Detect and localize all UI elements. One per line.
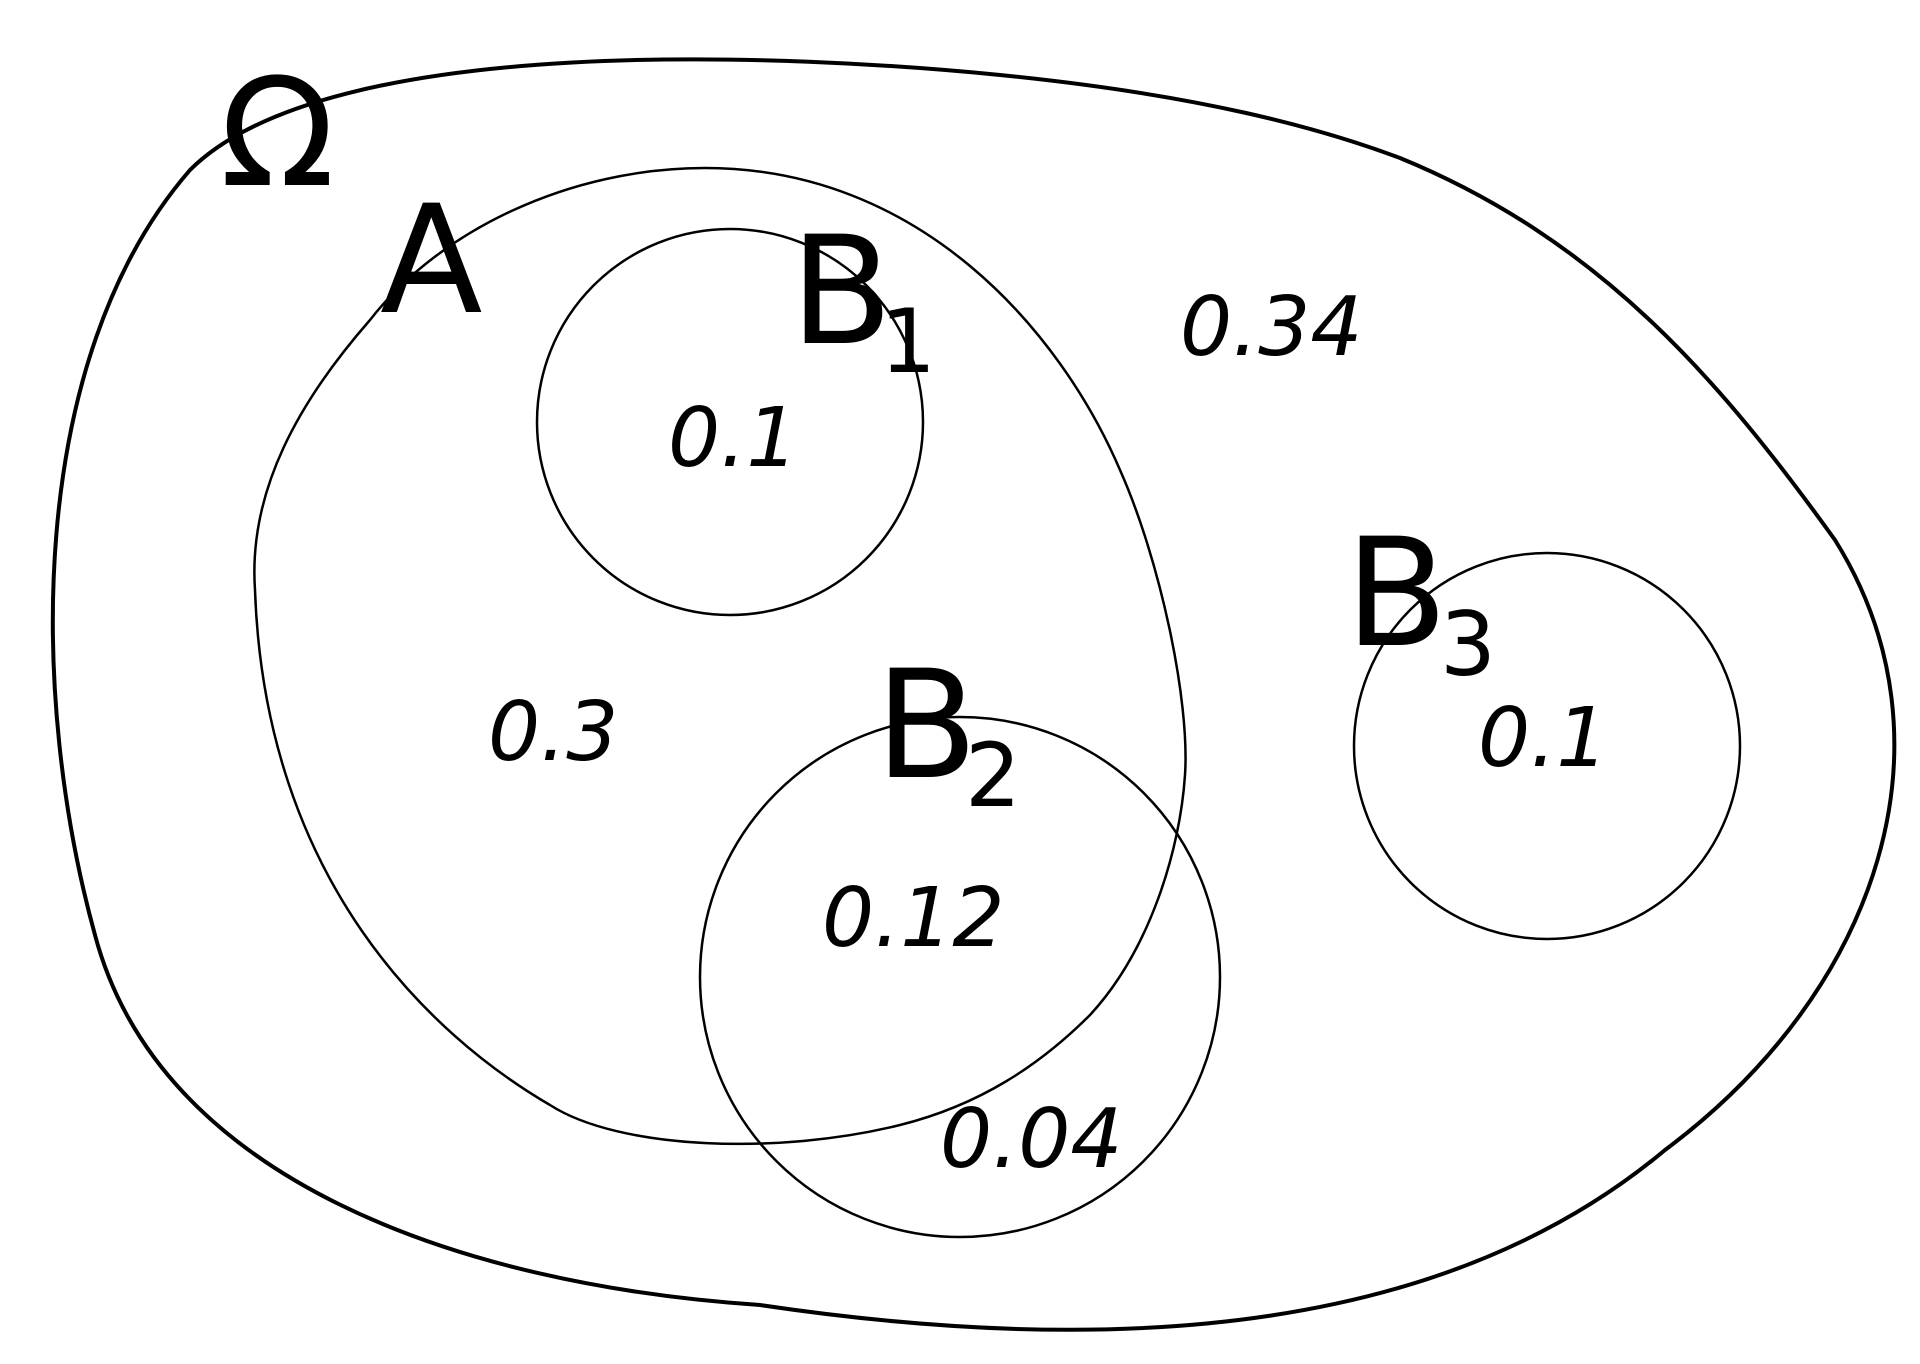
- set-b1-circle: [535, 227, 925, 617]
- region-a-only-prob: 0.3: [488, 685, 618, 780]
- region-b2-only-prob: 0.04: [940, 1092, 1123, 1187]
- set-b1-label: B: [790, 205, 893, 379]
- set-a-outline: [253, 166, 1187, 1146]
- set-b3-label: B: [1345, 507, 1448, 681]
- set-b2-circle: [698, 715, 1222, 1239]
- set-b2-subscript: 2: [965, 724, 1021, 827]
- universe-outline: [50, 57, 1897, 1332]
- universe-label: Ω: [220, 47, 335, 221]
- set-a-label: A: [380, 174, 483, 348]
- region-outside-prob: 0.34: [1180, 280, 1363, 375]
- region-b1-prob: 0.1: [668, 391, 798, 486]
- region-a-and-b2-prob: 0.12: [822, 871, 1005, 966]
- set-b3-subscript: 3: [1440, 593, 1496, 696]
- region-b3-prob: 0.1: [1478, 691, 1608, 786]
- set-b3-circle: [1352, 551, 1742, 941]
- set-b2-label: B: [875, 639, 978, 813]
- set-b1-subscript: 1: [880, 290, 936, 393]
